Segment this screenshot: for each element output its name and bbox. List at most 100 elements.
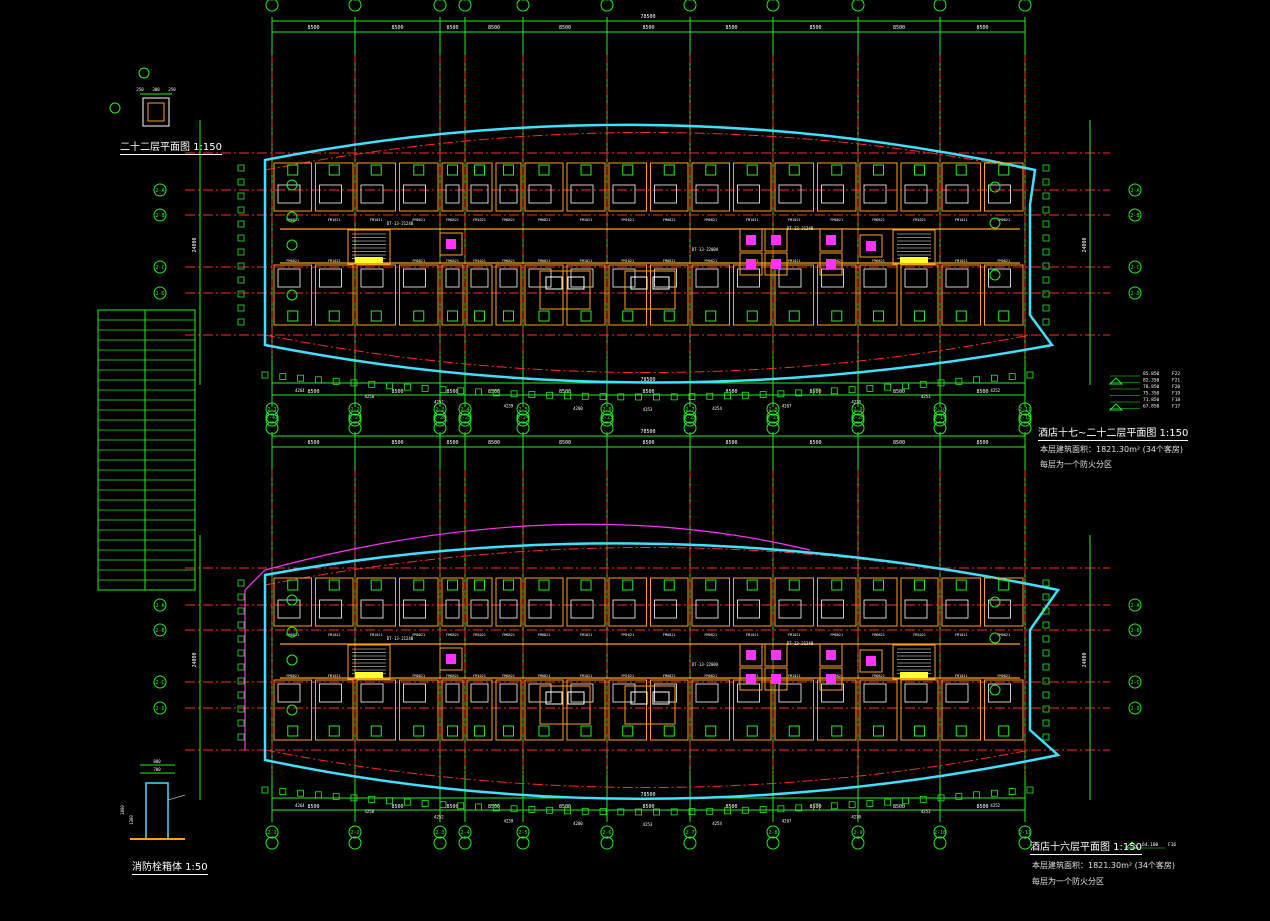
- grid-bubble-bottom: [458, 825, 472, 839]
- bay-dimension: 8500: [809, 25, 821, 31]
- door-tag: FM0821: [997, 259, 1010, 263]
- window-marker: [830, 802, 838, 810]
- window-marker: [902, 797, 909, 805]
- window-marker: [421, 385, 429, 392]
- row-bubble-right: [1128, 183, 1142, 197]
- door-tag: FM1021: [473, 259, 486, 263]
- bathroom: [528, 599, 552, 619]
- row-bubble-right: [1128, 701, 1142, 715]
- grid-bubble-top: [1018, 402, 1032, 416]
- bed-icon: [447, 579, 458, 591]
- window-marker: [546, 806, 554, 814]
- window-marker: [510, 390, 518, 398]
- detail-plan-title: 二十二层平面图 1:150: [120, 138, 222, 155]
- bed-icon: [955, 164, 967, 176]
- bed-icon: [955, 579, 967, 591]
- door-tag: FM1021: [580, 633, 593, 637]
- window-marker: [237, 192, 245, 200]
- window-marker: [528, 806, 536, 813]
- window-marker: [237, 593, 245, 601]
- guest-room: [984, 577, 1024, 627]
- guest-room: [524, 679, 564, 741]
- service-core: [624, 270, 676, 310]
- service-shaft: [652, 276, 670, 290]
- row-bubble-right: [1128, 260, 1142, 274]
- elevator-shaft: [764, 643, 788, 667]
- grid-bubble-label: 2-3: [435, 407, 444, 413]
- window-marker: [261, 371, 269, 379]
- door-tag: FM0821: [872, 633, 885, 637]
- bed-icon: [538, 164, 550, 176]
- grid-bubble-top-2: [433, 0, 447, 12]
- bed-icon: [413, 725, 425, 737]
- window-marker: [386, 797, 393, 805]
- window-marker: [237, 262, 245, 270]
- grid-bubble-top-2: [1018, 0, 1032, 12]
- door-tag: FM0821: [830, 674, 843, 678]
- window-marker: [1042, 178, 1050, 186]
- guest-room: [399, 679, 439, 741]
- detail-bubble: [138, 67, 150, 79]
- guest-room: [315, 679, 354, 741]
- grid-bubble-top-2: [600, 0, 614, 12]
- bay-dimension: 8500: [976, 804, 988, 810]
- room-bubble: [286, 704, 298, 716]
- window-marker: [741, 391, 749, 399]
- guest-room: [859, 577, 898, 627]
- arc-axis-top: [264, 132, 1031, 171]
- bed-icon: [503, 725, 514, 737]
- elevator-car-icon: [771, 235, 781, 245]
- bay-dimension: 8500: [893, 25, 905, 31]
- elevator-shaft: [859, 234, 883, 258]
- window-marker: [777, 390, 785, 398]
- service-core: [624, 685, 676, 725]
- door-tag: FM0821: [286, 633, 299, 637]
- bathroom: [904, 184, 928, 204]
- grid-bubble-bottom-2: [1018, 836, 1032, 850]
- stair-core: [347, 229, 391, 265]
- detail-dimension: 250: [168, 87, 176, 92]
- bathroom: [570, 184, 594, 204]
- row-bubble-left: [153, 286, 167, 300]
- side-dimension: 24000: [192, 652, 198, 667]
- grid-bubble-label: 2-19: [934, 415, 946, 421]
- grid-bubble-top-2: [458, 413, 472, 427]
- bathroom: [695, 599, 719, 619]
- door-tag: FM0821: [997, 633, 1010, 637]
- grid-bubble-top-2: [433, 413, 447, 427]
- guest-room: [524, 162, 564, 212]
- door-tag: FM1021: [580, 259, 593, 263]
- window-marker: [314, 791, 322, 799]
- window-marker: [237, 178, 245, 186]
- door-tag: FM0821: [830, 633, 843, 637]
- grid-bubble-top: [433, 402, 447, 416]
- row-bubble-left: [153, 183, 167, 197]
- guest-room: [441, 577, 464, 627]
- window-marker: [706, 392, 714, 400]
- grid-bubble-top-2: [265, 0, 279, 12]
- window-marker: [1042, 635, 1050, 643]
- bay-dimension: 8500: [488, 804, 500, 810]
- door-tag: FM0821: [872, 259, 885, 263]
- bed-icon: [580, 310, 592, 322]
- door-tag: FM0821: [502, 259, 515, 263]
- grid-bubble-bottom: [433, 410, 447, 424]
- bed-icon: [746, 725, 758, 737]
- door-tag: FM0821: [872, 674, 885, 678]
- window-marker: [528, 391, 536, 398]
- window-marker: [546, 391, 554, 399]
- level-floor: F21: [1172, 378, 1180, 384]
- grid-bubble-label: 2-42: [266, 415, 278, 421]
- door-tag: FM0821: [538, 259, 551, 263]
- window-marker: [688, 393, 696, 401]
- door-tag: FM0821: [830, 259, 843, 263]
- grid-bubble-top-2: [348, 0, 362, 12]
- grid-bubble-label: 2-3: [435, 830, 444, 836]
- grid-bubble-label: 2-6: [602, 407, 611, 413]
- door-tag: FM0821: [502, 674, 515, 678]
- window-marker: [297, 374, 304, 382]
- door-tag: FM1021: [788, 633, 801, 637]
- bed-icon: [503, 310, 514, 322]
- grid-bubble-label: 2-24: [517, 415, 529, 421]
- guest-room: [356, 577, 396, 627]
